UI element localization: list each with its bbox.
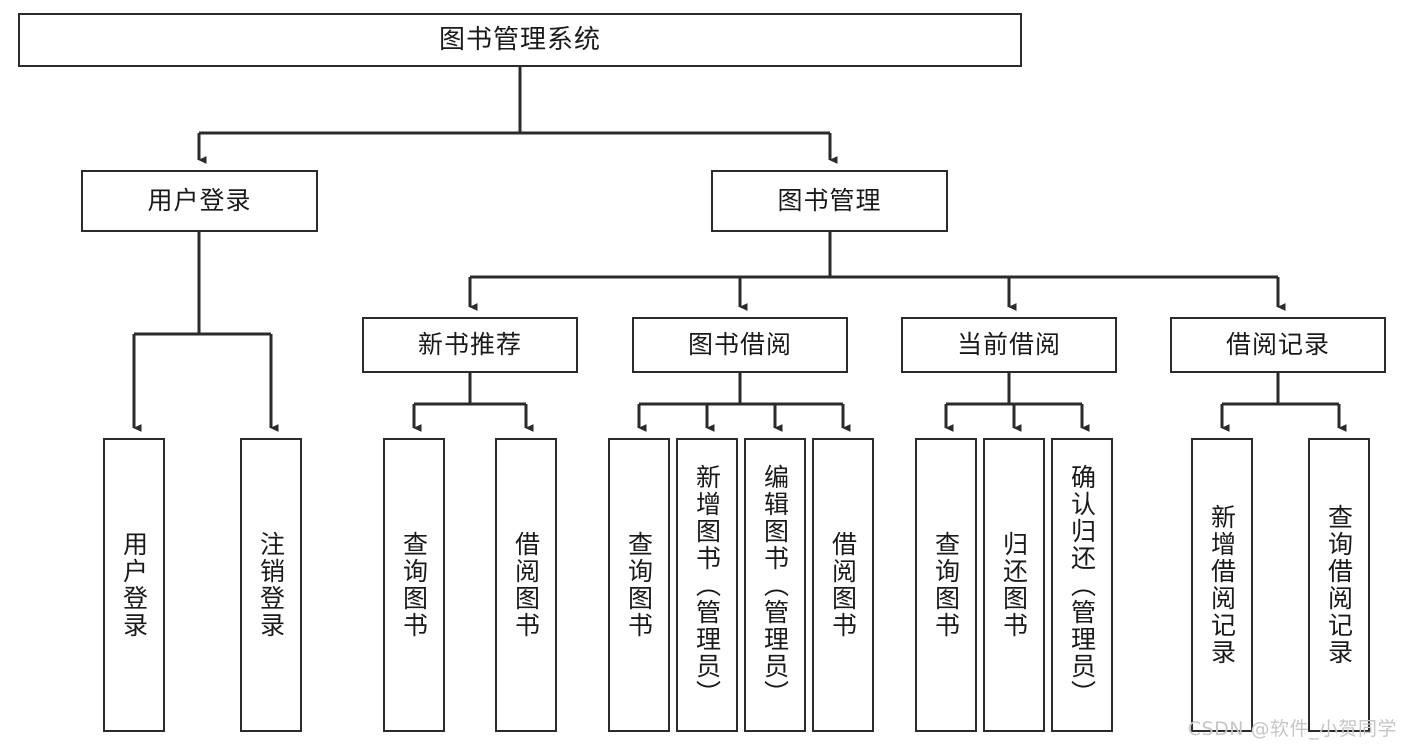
- node-current-borrow[interactable]: 当前借阅: [901, 317, 1117, 373]
- node-label: 查询借阅记录: [1324, 504, 1354, 666]
- node-label: 注销登录: [256, 531, 286, 639]
- node-label: 确认归还（管理员）: [1067, 463, 1097, 707]
- node-label: 查询图书: [931, 531, 961, 639]
- node-label: 当前借阅: [956, 330, 1061, 360]
- node-leaf-query-book-1[interactable]: 查询图书: [383, 438, 445, 732]
- node-label: 编辑图书（管理员）: [760, 463, 790, 707]
- node-label: 新增借阅记录: [1207, 504, 1237, 666]
- node-leaf-return-book[interactable]: 归还图书: [983, 438, 1045, 732]
- node-leaf-confirm-return[interactable]: 确认归还（管理员）: [1051, 438, 1113, 732]
- node-label: 图书借阅: [687, 330, 792, 360]
- node-book-manage[interactable]: 图书管理: [711, 170, 948, 232]
- node-leaf-logout[interactable]: 注销登录: [240, 438, 302, 732]
- node-user-login[interactable]: 用户登录: [81, 170, 318, 232]
- node-leaf-query-record[interactable]: 查询借阅记录: [1308, 438, 1370, 732]
- node-label: 借阅图书: [511, 531, 541, 639]
- node-leaf-borrow-book-2[interactable]: 借阅图书: [812, 438, 874, 732]
- node-label: 归还图书: [999, 531, 1029, 639]
- node-book-borrow[interactable]: 图书借阅: [632, 317, 848, 373]
- node-leaf-query-book-3[interactable]: 查询图书: [915, 438, 977, 732]
- node-leaf-add-record[interactable]: 新增借阅记录: [1191, 438, 1253, 732]
- node-leaf-query-book-2[interactable]: 查询图书: [608, 438, 670, 732]
- node-root-system[interactable]: 图书管理系统: [18, 13, 1022, 67]
- node-leaf-add-book[interactable]: 新增图书（管理员）: [676, 438, 738, 732]
- node-leaf-borrow-book-1[interactable]: 借阅图书: [495, 438, 557, 732]
- node-label: 新书推荐: [417, 330, 522, 360]
- node-label: 借阅图书: [828, 531, 858, 639]
- node-new-book-recommend[interactable]: 新书推荐: [362, 317, 578, 373]
- node-label: 新增图书（管理员）: [692, 463, 722, 707]
- node-leaf-edit-book[interactable]: 编辑图书（管理员）: [744, 438, 806, 732]
- node-borrow-record[interactable]: 借阅记录: [1170, 317, 1386, 373]
- node-label: 用户登录: [119, 531, 149, 639]
- node-label: 图书管理: [777, 186, 882, 216]
- node-label: 借阅记录: [1225, 330, 1330, 360]
- node-label: 图书管理系统: [438, 24, 601, 55]
- node-leaf-user-login[interactable]: 用户登录: [103, 438, 165, 732]
- node-label: 查询图书: [624, 531, 654, 639]
- node-label: 用户登录: [147, 186, 252, 216]
- node-label: 查询图书: [399, 531, 429, 639]
